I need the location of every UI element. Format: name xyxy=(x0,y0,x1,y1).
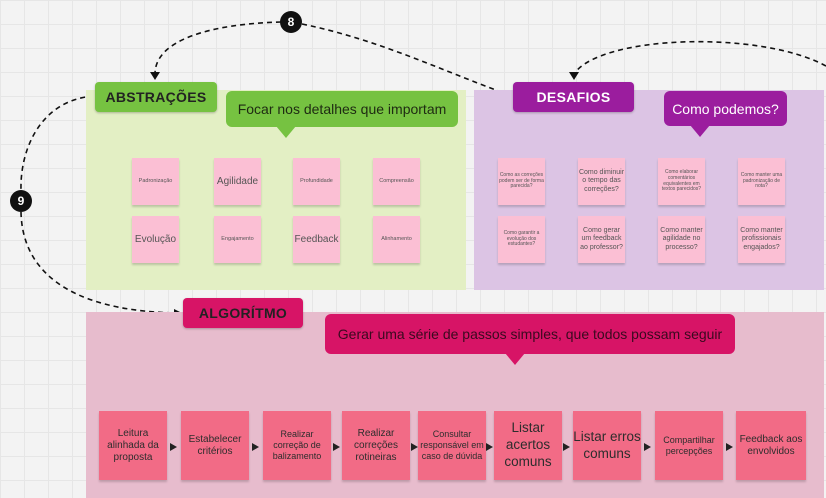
step-arrow xyxy=(726,443,733,451)
connector-desafios-top xyxy=(573,40,826,75)
connector-badge-9: 9 xyxy=(10,190,32,212)
arrowhead-desafios xyxy=(569,72,579,80)
sticky-desafio-8[interactable]: Como manter profissionais engajados? xyxy=(738,216,785,263)
desafios-title[interactable]: DESAFIOS xyxy=(513,82,634,112)
sticky-abstracao-alinhamento[interactable]: Alinhamento xyxy=(373,216,420,263)
step-5[interactable]: Consultar responsável em caso de dúvida xyxy=(418,411,486,480)
sticky-desafio-2[interactable]: Como diminuir o tempo das correções? xyxy=(578,158,625,205)
bubble-tail xyxy=(276,126,296,138)
abstracoes-prompt-bubble[interactable]: Focar nos detalhes que importam xyxy=(226,91,458,138)
step-arrow xyxy=(486,443,493,451)
step-arrow xyxy=(644,443,651,451)
step-arrow xyxy=(333,443,340,451)
step-arrow xyxy=(411,443,418,451)
step-6[interactable]: Listar acertos comuns xyxy=(494,411,562,480)
step-arrow xyxy=(563,443,570,451)
connector-8-left xyxy=(154,21,282,75)
sticky-desafio-1[interactable]: Como as correções podem ser de forma par… xyxy=(498,158,545,205)
sticky-abstracao-engajamento[interactable]: Engajamento xyxy=(214,216,261,263)
connector-9 xyxy=(20,95,176,314)
sticky-desafio-3[interactable]: Como elaborar comentários equivalentes e… xyxy=(658,158,705,205)
arrowhead-abstracoes xyxy=(150,72,160,80)
connector-8-right xyxy=(301,23,513,97)
abstracoes-title[interactable]: ABSTRAÇÕES xyxy=(95,82,217,112)
desafios-prompt-bubble[interactable]: Como podemos? xyxy=(664,91,787,137)
sticky-abstracao-agilidade[interactable]: Agilidade xyxy=(214,158,261,205)
abstracoes-prompt-text: Focar nos detalhes que importam xyxy=(237,101,447,117)
sticky-desafio-5[interactable]: Como garantir a evolução dos estudantes? xyxy=(498,216,545,263)
bubble-tail xyxy=(690,125,710,137)
desafios-prompt-text: Como podemos? xyxy=(672,100,779,117)
step-9[interactable]: Feedback aos envolvidos xyxy=(736,411,806,480)
step-arrow xyxy=(252,443,259,451)
step-1[interactable]: Leitura alinhada da proposta xyxy=(99,411,167,480)
sticky-desafio-7[interactable]: Como manter agilidade no processo? xyxy=(658,216,705,263)
sticky-abstracao-evolucao[interactable]: Evolução xyxy=(132,216,179,263)
algoritmo-title[interactable]: ALGORÍTMO xyxy=(183,298,303,328)
step-arrow xyxy=(170,443,177,451)
algoritmo-prompt-bubble[interactable]: Gerar uma série de passos simples, que t… xyxy=(325,314,735,365)
sticky-abstracao-feedback[interactable]: Feedback xyxy=(293,216,340,263)
sticky-desafio-4[interactable]: Como manter uma padronização de nota? xyxy=(738,158,785,205)
algoritmo-prompt-text: Gerar uma série de passos simples, que t… xyxy=(337,326,723,342)
sticky-abstracao-profundidade[interactable]: Profundidade xyxy=(293,158,340,205)
step-7[interactable]: Listar erros comuns xyxy=(573,411,641,480)
sticky-desafio-6[interactable]: Como gerar um feedback ao professor? xyxy=(578,216,625,263)
step-4[interactable]: Realizar correções rotineiras xyxy=(342,411,410,480)
step-3[interactable]: Realizar correção de balizamento xyxy=(263,411,331,480)
connector-badge-8: 8 xyxy=(280,11,302,33)
step-8[interactable]: Compartilhar percepções xyxy=(655,411,723,480)
sticky-abstracao-compreensao[interactable]: Compreensão xyxy=(373,158,420,205)
step-2[interactable]: Estabelecer critérios xyxy=(181,411,249,480)
sticky-abstracao-padronizacao[interactable]: Padronização xyxy=(132,158,179,205)
bubble-tail xyxy=(505,353,525,365)
